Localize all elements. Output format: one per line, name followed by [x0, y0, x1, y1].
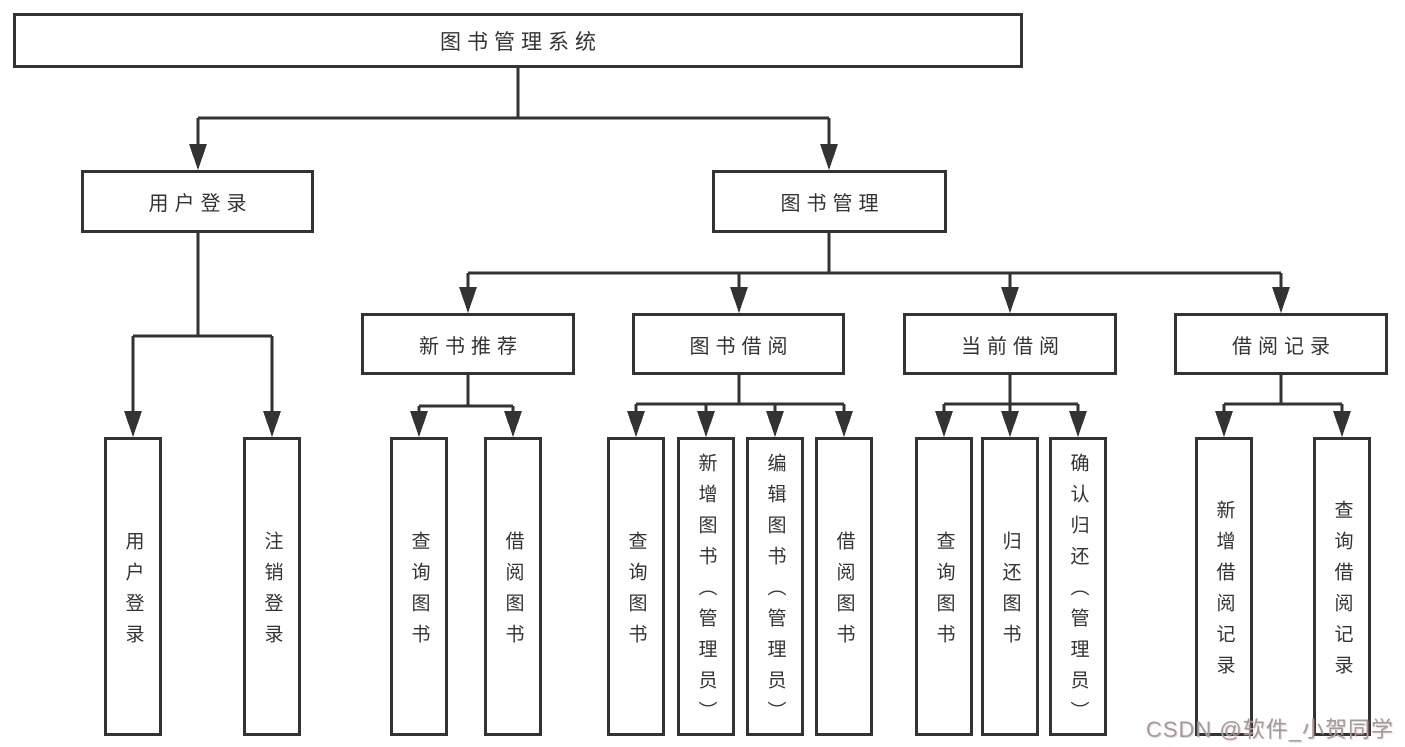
leaf-borrow-edit: 编辑图书（管理员） [746, 437, 804, 736]
arrowhead-icon [766, 411, 784, 437]
node-borrow-records-label: 借阅记录 [1232, 335, 1336, 358]
tree-edges [131, 68, 1344, 413]
leaf-user-login: 用户登录 [104, 437, 162, 736]
node-new-books: 新书推荐 [361, 313, 575, 375]
node-current-borrow: 当前借阅 [903, 313, 1117, 375]
node-book-borrow-label: 图书借阅 [689, 335, 794, 358]
leaf-newbooks-borrow: 借阅图书 [484, 437, 542, 736]
leaf-current-query: 查询图书 [915, 437, 973, 736]
arrowhead-icon [1333, 411, 1351, 437]
leaf-newbooks-borrow-label: 借阅图书 [502, 530, 524, 655]
arrowhead-icon [1272, 287, 1290, 313]
leaf-newbooks-query: 查询图书 [390, 437, 448, 736]
arrowhead-icon [410, 411, 428, 437]
leaf-borrow-query-label: 查询图书 [625, 530, 647, 655]
arrowhead-icon [697, 411, 715, 437]
leaf-logout-label: 注销登录 [261, 530, 283, 655]
node-borrow-records: 借阅记录 [1174, 313, 1388, 375]
arrowhead-icon [1069, 411, 1087, 437]
leaf-current-return-label: 归还图书 [999, 530, 1021, 655]
arrowhead-icon [935, 411, 953, 437]
leaf-records-query: 查询借阅记录 [1313, 437, 1371, 736]
leaf-borrow-add-label: 新增图书（管理员） [695, 453, 717, 732]
arrowhead-icon [1001, 411, 1019, 437]
node-book-mgmt-label: 图书管理 [780, 193, 885, 215]
csdn-watermark: CSDN @软件_小贺同学 [1145, 717, 1394, 742]
leaf-borrow-book: 借阅图书 [815, 437, 873, 736]
leaf-records-add: 新增借阅记录 [1195, 437, 1253, 736]
arrowhead-icon [263, 411, 281, 437]
arrowhead-icon [124, 411, 142, 437]
node-root: 图书管理系统 [13, 13, 1023, 68]
node-user-login: 用户登录 [81, 170, 314, 233]
leaf-borrow-book-label: 借阅图书 [833, 530, 855, 655]
leaf-borrow-query: 查询图书 [607, 437, 665, 736]
arrowhead-icon [459, 287, 477, 313]
arrowhead-icon [189, 144, 207, 170]
leaf-records-add-label: 新增借阅记录 [1213, 499, 1235, 686]
node-book-borrow: 图书借阅 [632, 313, 845, 375]
leaf-current-return: 归还图书 [981, 437, 1039, 736]
leaf-logout: 注销登录 [243, 437, 301, 736]
arrowhead-icon [1215, 411, 1233, 437]
arrowhead-icon [730, 287, 748, 313]
leaf-borrow-add: 新增图书（管理员） [677, 437, 735, 736]
leaf-current-query-label: 查询图书 [933, 530, 955, 655]
leaf-newbooks-query-label: 查询图书 [408, 530, 430, 655]
node-root-label: 图书管理系统 [440, 30, 602, 54]
arrowhead-icon [1001, 287, 1019, 313]
arrowhead-icon [820, 144, 838, 170]
node-user-login-label: 用户登录 [148, 193, 253, 215]
leaf-borrow-edit-label: 编辑图书（管理员） [764, 453, 786, 732]
leaf-user-login-label: 用户登录 [122, 530, 144, 655]
leaf-records-query-label: 查询借阅记录 [1331, 499, 1353, 686]
node-book-mgmt: 图书管理 [712, 170, 947, 233]
leaf-current-confirm: 确认归还（管理员） [1049, 437, 1107, 736]
node-current-borrow-label: 当前借阅 [961, 335, 1065, 358]
arrowhead-icon [627, 411, 645, 437]
leaf-current-confirm-label: 确认归还（管理员） [1067, 453, 1089, 732]
arrowhead-icon [835, 411, 853, 437]
node-new-books-label: 新书推荐 [419, 335, 523, 358]
arrowhead-icon [504, 411, 522, 437]
